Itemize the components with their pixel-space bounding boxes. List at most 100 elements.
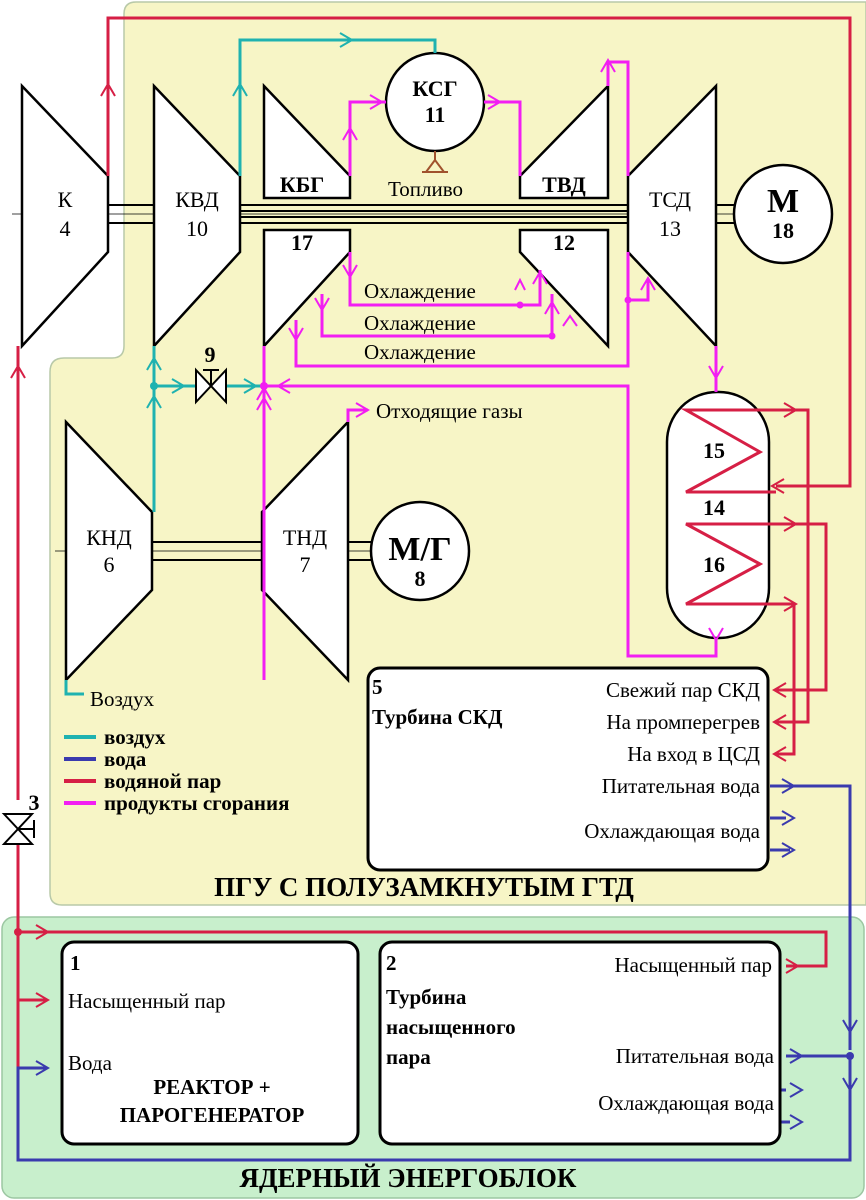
label-tnd-name: ТНД (283, 525, 327, 550)
motor-generator-mg (369, 500, 471, 602)
label-m-num: 18 (772, 218, 794, 243)
compressor-kvd (152, 82, 242, 350)
turbine-tvd-lower (518, 228, 610, 350)
water-arrow-marks (35, 778, 858, 1130)
box2-title-line2: насыщенного (386, 1015, 516, 1039)
label-hx-16: 16 (703, 552, 725, 577)
gas-arrow-marks (256, 58, 724, 642)
label-kbg-num: 17 (291, 230, 313, 255)
label-k-name: К (58, 187, 73, 212)
water-junction-dot (846, 1052, 854, 1060)
cooling-line-2 (320, 294, 554, 338)
turbine-tvd-upper (518, 82, 610, 200)
legend: воздух вода водяной пар продукты сгорани… (64, 725, 289, 815)
gas-tvd-to-tsd (606, 60, 630, 176)
label-ksg-num: 11 (425, 102, 446, 127)
label-cooling-1: Охлаждение (364, 279, 476, 303)
valve-3 (1, 813, 35, 845)
legend-label-water: вода (104, 747, 147, 771)
gas-hx-out (264, 384, 718, 658)
box5-title: Турбина СКД (372, 705, 503, 729)
turbine-tnd (260, 418, 350, 684)
legend-label-gas: продукты сгорания (104, 791, 289, 815)
cooling-line-4 (628, 280, 650, 302)
label-hx-14: 14 (703, 495, 725, 520)
label-tvd-num: 12 (553, 230, 575, 255)
gas-exhaust (346, 408, 368, 422)
box1-port-steam: Насыщенный пар (68, 989, 226, 1013)
box5-num: 5 (372, 675, 383, 699)
box1-title-line2: ПАРОГЕНЕРАТОР (120, 1103, 305, 1127)
box5-port-reheat: На промперегрев (606, 710, 760, 734)
label-kvd-name: КВД (175, 187, 219, 212)
label-m-name: М (767, 183, 799, 220)
box1-reactor (60, 940, 360, 1146)
label-tsd-num: 13 (659, 216, 681, 241)
box2-num: 2 (386, 951, 397, 975)
fuel-inlet-mark (422, 151, 448, 173)
coil-15 (680, 408, 776, 494)
label-exhaust: Отходящие газы (376, 399, 523, 423)
gas-kbg-to-ksg (348, 100, 386, 176)
label-mg-num: 8 (415, 566, 426, 591)
motor-m (732, 163, 834, 265)
steam-to-box2 (18, 930, 828, 968)
label-cooling-2: Охлаждение (364, 311, 476, 335)
label-valve-9: 9 (205, 342, 216, 367)
box5-port-fresh-steam: Свежий пар СКД (606, 678, 760, 702)
label-ksg-name: КСГ (412, 76, 457, 101)
box5-port-cooling-water: Охлаждающая вода (584, 819, 760, 843)
label-kvd-num: 10 (186, 216, 208, 241)
nuclear-region-title: ЯДЕРНЫЙ ЭНЕРГОБЛОК (239, 1163, 576, 1193)
gas-junction-dots (260, 296, 632, 390)
water-feed-box5 (770, 784, 852, 1050)
label-tnd-num: 7 (300, 552, 311, 577)
label-air-in: Воздух (90, 687, 155, 711)
box2-title-line3: пара (386, 1045, 431, 1069)
air-arrow-marks (146, 32, 354, 409)
water-main-return (16, 1056, 852, 1162)
label-hx-15: 15 (703, 438, 725, 463)
label-fuel: Топливо (388, 177, 463, 201)
label-k-num: 4 (60, 216, 71, 241)
compressor-knd (64, 418, 154, 684)
box2-saturated-turbine (378, 940, 782, 1146)
legend-label-steam: водяной пар (104, 769, 221, 793)
box2-port-feedwater: Питательная вода (616, 1044, 775, 1068)
cooling-line-3 (294, 252, 630, 368)
box2-port-saturated-steam: Насыщенный пар (614, 953, 772, 977)
box5-port-csd-inlet: На вход в ЦСД (627, 742, 760, 766)
pgu-region-title: ПГУ С ПОЛУЗАМКНУТЫМ ГТД (214, 872, 634, 902)
steam-hx-mid-to-box5 (776, 522, 828, 692)
steam-junction-dot (14, 928, 22, 936)
label-valve-3: 3 (29, 790, 40, 815)
box2-title-line1: Турбина (386, 985, 467, 1009)
box1-port-water: Вода (68, 1051, 113, 1075)
steam-hx-top-to-box5 (776, 408, 810, 724)
coil-16 (685, 522, 776, 606)
label-knd-name: КНД (86, 525, 132, 550)
valve-9 (195, 367, 227, 405)
box5-turbine-skd (366, 666, 770, 872)
label-mg-name: М/Г (388, 531, 451, 568)
lp-shaft (150, 541, 372, 561)
air-junction-dot (150, 382, 158, 390)
label-tvd-name: ТВД (542, 172, 586, 197)
box1-title-line1: РЕАКТОР + (153, 1075, 270, 1099)
box1-num: 1 (70, 951, 81, 975)
air-kvd-to-ksg (238, 38, 437, 176)
steam-arrow-marks (10, 82, 800, 1008)
label-tsd-name: ТСД (649, 187, 691, 212)
steam-top-loop (106, 16, 852, 488)
legend-label-air: воздух (104, 725, 166, 749)
steam-hx-bot-to-box5 (776, 602, 796, 756)
gas-ksg-to-tvd (484, 100, 522, 176)
box5-port-feedwater: Питательная вода (602, 774, 761, 798)
combustor-kbg-upper (262, 82, 352, 200)
compressor-k (20, 82, 110, 350)
label-cooling-3: Охлаждение (364, 340, 476, 364)
label-kbg-name: КБГ (280, 172, 325, 197)
box2-port-cooling-water: Охлаждающая вода (598, 1091, 774, 1115)
label-knd-num: 6 (104, 552, 115, 577)
